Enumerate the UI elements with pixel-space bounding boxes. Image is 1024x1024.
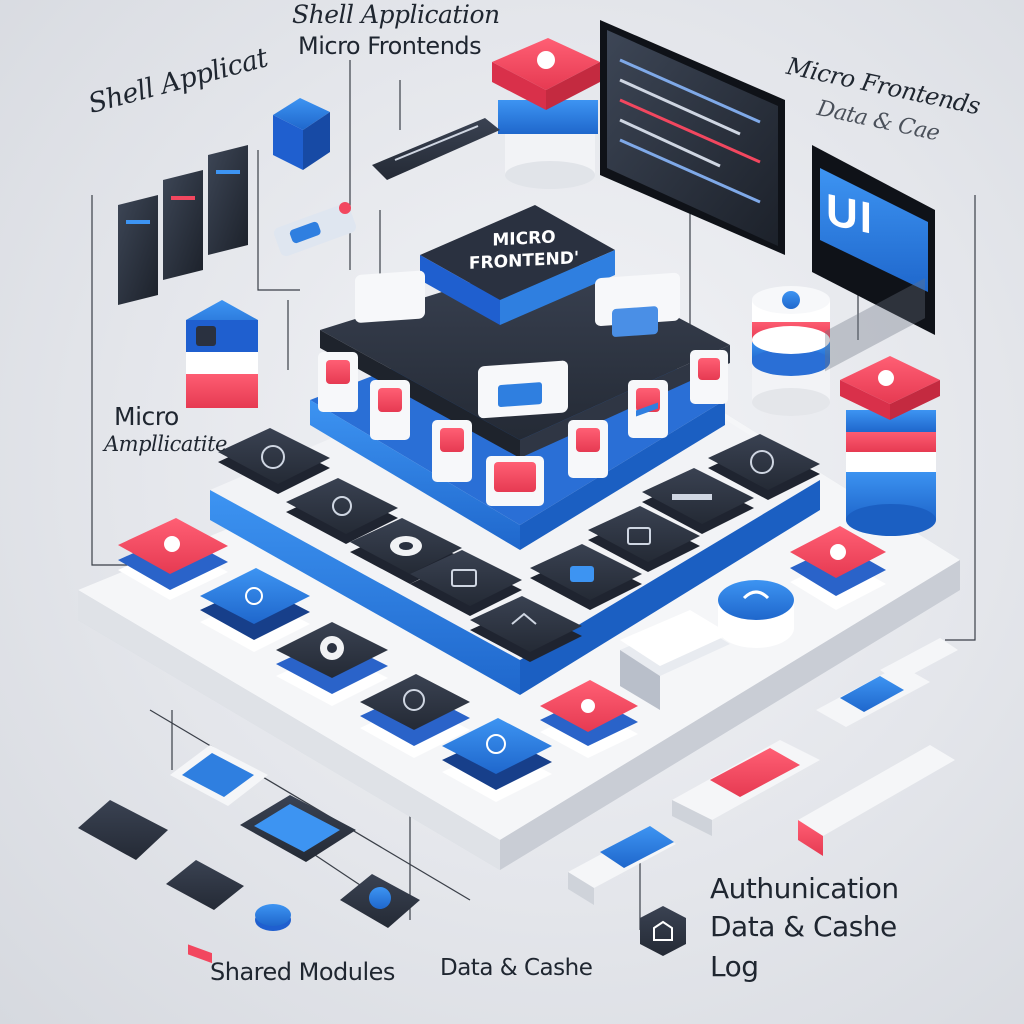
pink-module-bottom [540, 680, 638, 758]
server-2 [163, 170, 203, 280]
monitor-code [600, 20, 785, 255]
server-racks [118, 145, 248, 305]
navy-tile-6 [530, 544, 642, 610]
navy-tile-5 [470, 596, 582, 662]
blue-cube-top [273, 98, 330, 170]
image-icon [451, 569, 477, 587]
server-1 [118, 195, 158, 305]
code-line [619, 98, 761, 164]
micro-app-stack [186, 300, 258, 408]
label-shell-application-top: Shell Application [292, 0, 500, 29]
core-tiles [355, 270, 680, 419]
gear-module [276, 622, 388, 706]
navy-tile-8 [642, 468, 754, 534]
card-stack [620, 402, 730, 710]
idcard-icon [636, 402, 658, 417]
database-icon [782, 291, 800, 309]
monitor-ui-text: UI [826, 184, 874, 245]
label-authunication: Authunication [710, 872, 899, 905]
connector-shared [149, 709, 471, 901]
qr-pattern [825, 278, 925, 372]
barcode-icon [672, 494, 712, 500]
connector-shell-mid [257, 150, 300, 291]
code-line [619, 58, 761, 124]
device-4 [166, 860, 244, 910]
navy-tile-7 [588, 506, 700, 572]
navy-tile-1 [218, 428, 330, 494]
tool-cluster [273, 202, 357, 257]
gauge-icon [750, 450, 774, 474]
core-side-modules [318, 350, 728, 506]
doc-icon [627, 527, 651, 545]
chart-icon [612, 306, 658, 337]
label-micro-frontends-top: Micro Frontends [298, 32, 482, 60]
label-shared-modules: Shared Modules [210, 958, 395, 986]
blue-disc [718, 580, 794, 648]
label-micro: Micro [114, 402, 179, 431]
box-icon [332, 496, 352, 516]
time-icon [261, 445, 285, 469]
pink-module-right [790, 526, 886, 610]
label-data-cashe-bottom: Data & Cashe [440, 955, 593, 981]
pink-module-left [118, 518, 228, 600]
connector-right [945, 195, 976, 641]
navy-module-bottom [360, 674, 470, 758]
badge-label [372, 118, 500, 180]
blue-module-a [200, 568, 310, 652]
code-line [619, 138, 761, 204]
network-icon [537, 51, 555, 69]
label-data-cashe-right-bottom: Data & Cashe [710, 910, 897, 943]
tent-icon [511, 612, 537, 625]
code-line [619, 78, 741, 136]
shield-icon [245, 587, 263, 605]
platform-modules [118, 402, 886, 802]
tile-core-1 [355, 270, 425, 323]
cloud-icon [581, 699, 595, 713]
grid-icon [196, 326, 216, 346]
card-icon [498, 382, 542, 407]
cylinder-stack-large [840, 356, 940, 536]
label-amplicatite: Ampllicatite [104, 432, 227, 456]
device-1 [78, 800, 168, 860]
server-3 [208, 145, 248, 255]
top-stack [492, 38, 600, 189]
navy-tiles [218, 428, 820, 662]
lock-icon [486, 734, 506, 754]
pin-icon [164, 536, 180, 552]
bottom-right-blocks [568, 278, 958, 905]
core-title: MICRO FRONTEND' [440, 224, 608, 277]
navy-tile-9 [708, 434, 820, 500]
navy-tile-2 [286, 478, 398, 544]
puzzle-icon [830, 544, 846, 560]
chat-icon [878, 370, 894, 386]
blue-module-bottom [442, 718, 552, 802]
bottom-devices [78, 745, 420, 964]
home-icon [653, 920, 673, 941]
core-cap [420, 205, 615, 300]
monitor-ui [812, 145, 935, 335]
hexagon-badge [640, 906, 686, 956]
label-log: Log [710, 950, 759, 983]
user-icon [742, 590, 770, 600]
book-icon [403, 689, 425, 711]
browser-icon [570, 566, 594, 582]
navy-tile-4 [410, 550, 522, 616]
code-line [619, 118, 721, 168]
cylinder-stack-small [752, 286, 830, 416]
